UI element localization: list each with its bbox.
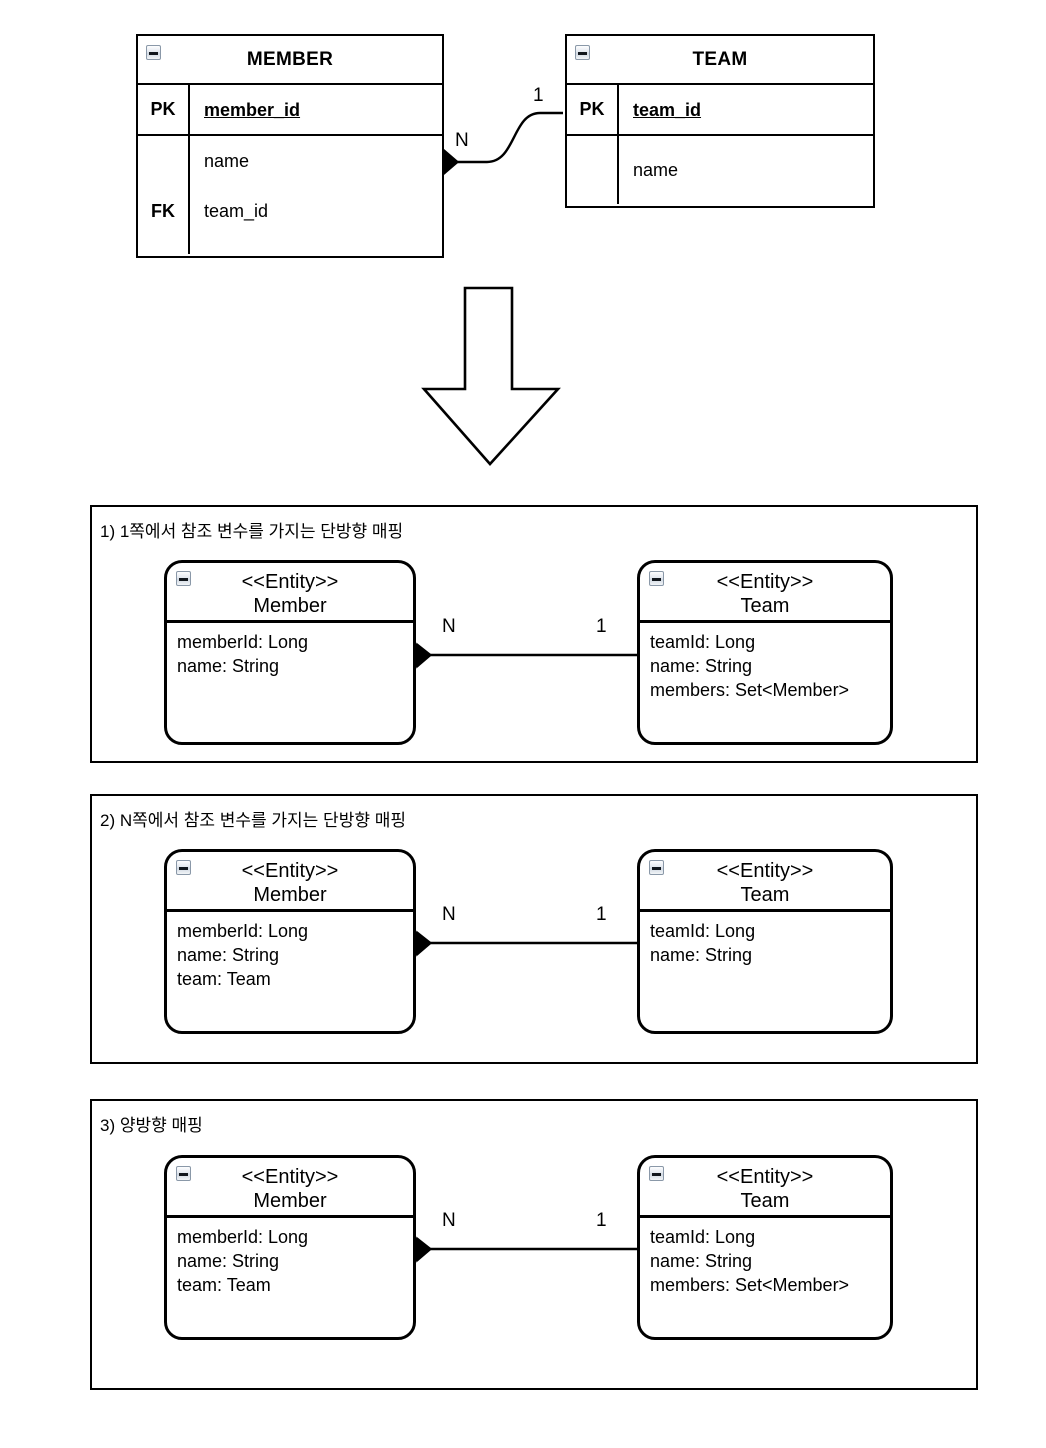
entity-stereotype: <<Entity>> — [241, 860, 339, 882]
erd-attr-cell: name — [619, 136, 873, 204]
entity-attributes: memberId: Long name: String team: Team — [167, 1218, 413, 1298]
entity-attributes: teamId: Long name: String members: Set<M… — [640, 623, 890, 703]
section-3-multiplicity-one: 1 — [596, 1210, 607, 1231]
section-2-multiplicity-many: N — [442, 904, 456, 925]
entity-attribute: team: Team — [177, 968, 271, 989]
erd-key-column: FK — [138, 136, 190, 254]
erd-table-member-header: MEMBER — [138, 36, 442, 85]
erd-row-team-name: name — [567, 136, 873, 204]
entity-name: Team — [740, 883, 790, 906]
erd-attr-name: name — [633, 160, 679, 180]
entity-attribute: memberId: Long — [177, 1227, 309, 1247]
entity-name: Member — [253, 594, 327, 617]
erd-attr-cell: team_id — [619, 85, 873, 134]
entity-attribute: teamId: Long — [650, 632, 756, 652]
entity-attribute: teamId: Long — [650, 921, 756, 941]
erd-attr-cell: member_id — [190, 85, 442, 134]
erd-key-pk: PK — [567, 85, 619, 134]
section-1-entity-team[interactable]: <<Entity>> Team teamId: Long name: Strin… — [637, 560, 893, 745]
entity-attribute: name: String — [650, 944, 753, 965]
entity-attribute: name: String — [177, 1250, 280, 1271]
minimize-icon[interactable] — [176, 571, 191, 586]
erd-row-member-body: FK name team_id — [138, 136, 442, 254]
entity-name: Member — [253, 1189, 327, 1212]
entity-stereotype: <<Entity>> — [716, 571, 814, 593]
erd-table-member-title: MEMBER — [246, 48, 334, 70]
minimize-icon[interactable] — [649, 571, 664, 586]
minimize-icon[interactable] — [649, 860, 664, 875]
entity-stereotype: <<Entity>> — [241, 1166, 339, 1188]
erd-key-blank — [138, 136, 188, 186]
entity-attribute: teamId: Long — [650, 1227, 756, 1247]
section-2-entity-member[interactable]: <<Entity>> Member memberId: Long name: S… — [164, 849, 416, 1034]
erd-table-team[interactable]: TEAM PK team_id name — [565, 34, 875, 208]
entity-attribute: name: String — [177, 655, 280, 676]
entity-stereotype: <<Entity>> — [241, 571, 339, 593]
entity-attribute: team: Team — [177, 1274, 271, 1295]
entity-name: Team — [740, 1189, 790, 1212]
entity-attribute: memberId: Long — [177, 921, 309, 941]
entity-header: <<Entity>> Member — [167, 563, 413, 623]
section-1-multiplicity-many: N — [442, 616, 456, 637]
section-3-entity-member[interactable]: <<Entity>> Member memberId: Long name: S… — [164, 1155, 416, 1340]
section-2-multiplicity-one: 1 — [596, 904, 607, 925]
entity-attributes: memberId: Long name: String — [167, 623, 413, 679]
erd-key-fk: FK — [151, 200, 175, 221]
section-3-multiplicity-many: N — [442, 1210, 456, 1231]
entity-header: <<Entity>> Team — [640, 1158, 890, 1218]
minimize-icon[interactable] — [176, 1166, 191, 1181]
section-3-title: 3) 양방향 매핑 — [100, 1116, 203, 1135]
erd-table-team-title: TEAM — [692, 48, 748, 70]
section-1-multiplicity-one: 1 — [596, 616, 607, 637]
entity-name: Team — [740, 594, 790, 617]
minimize-icon[interactable] — [649, 1166, 664, 1181]
entity-header: <<Entity>> Member — [167, 852, 413, 912]
entity-header: <<Entity>> Team — [640, 852, 890, 912]
entity-attribute: name: String — [177, 944, 280, 965]
erd-key-pk: PK — [138, 85, 190, 134]
erd-attr-team-id: team_id — [633, 99, 702, 120]
minimize-icon[interactable] — [146, 45, 161, 60]
crow-foot-icon — [443, 148, 460, 176]
entity-attributes: teamId: Long name: String members: Set<M… — [640, 1218, 890, 1298]
entity-stereotype: <<Entity>> — [716, 1166, 814, 1188]
erd-table-member[interactable]: MEMBER PK member_id FK name team_id — [136, 34, 444, 258]
entity-attribute: members: Set<Member> — [650, 679, 850, 700]
entity-attributes: teamId: Long name: String — [640, 912, 890, 968]
erd-key-blank — [567, 136, 619, 204]
entity-name: Member — [253, 883, 327, 906]
erd-table-team-header: TEAM — [567, 36, 873, 85]
erd-row-team-pk: PK team_id — [567, 85, 873, 136]
entity-attribute: name: String — [650, 1250, 753, 1271]
minimize-icon[interactable] — [575, 45, 590, 60]
erd-attr-column: name team_id — [190, 136, 442, 254]
section-2-title: 2) N쪽에서 참조 변수를 가지는 단방향 매핑 — [100, 811, 406, 830]
entity-attribute: memberId: Long — [177, 632, 309, 652]
erd-multiplicity-one: 1 — [533, 85, 544, 106]
erd-row-member-pk: PK member_id — [138, 85, 442, 136]
erd-attr-name: name — [204, 150, 250, 171]
erd-multiplicity-many: N — [455, 130, 469, 151]
entity-stereotype: <<Entity>> — [716, 860, 814, 882]
section-3-entity-team[interactable]: <<Entity>> Team teamId: Long name: Strin… — [637, 1155, 893, 1340]
section-1-title: 1) 1쪽에서 참조 변수를 가지는 단방향 매핑 — [100, 522, 404, 541]
entity-header: <<Entity>> Team — [640, 563, 890, 623]
minimize-icon[interactable] — [176, 860, 191, 875]
entity-attributes: memberId: Long name: String team: Team — [167, 912, 413, 992]
erd-attr-member-id: member_id — [204, 99, 301, 120]
erd-relationship-line — [455, 111, 563, 164]
section-1-entity-member[interactable]: <<Entity>> Member memberId: Long name: S… — [164, 560, 416, 745]
entity-attribute: name: String — [650, 655, 753, 676]
entity-attribute: members: Set<Member> — [650, 1274, 850, 1295]
section-2-entity-team[interactable]: <<Entity>> Team teamId: Long name: Strin… — [637, 849, 893, 1034]
erd-attr-team-id: team_id — [204, 200, 269, 221]
down-arrow-shape — [421, 286, 561, 466]
entity-header: <<Entity>> Member — [167, 1158, 413, 1218]
